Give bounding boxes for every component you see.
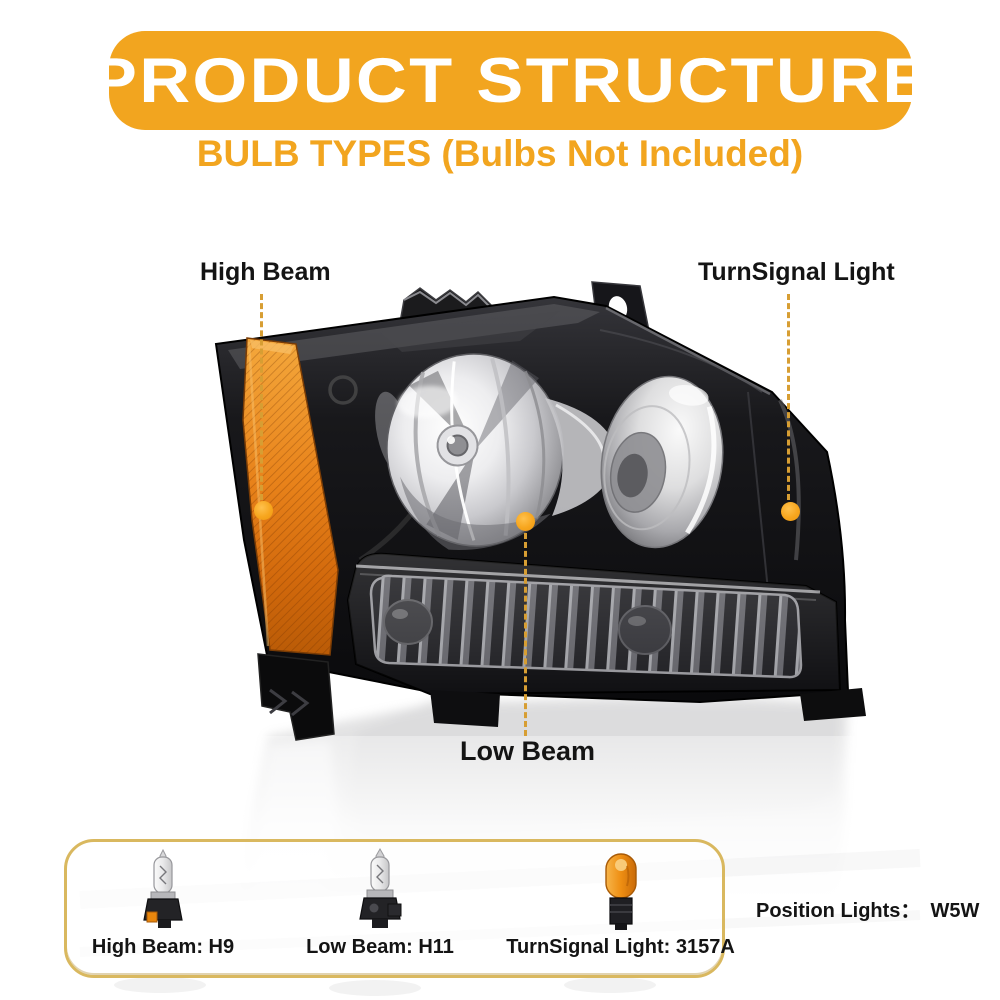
bottom-mounting-feet (257, 653, 866, 741)
turn-signal-band (347, 552, 841, 695)
bulb-label-turn-signal: TurnSignal Light: 3157A (506, 936, 735, 958)
callout-line-high-beam (260, 294, 263, 500)
clear-halogen-bulb-icon-h9 (143, 848, 183, 928)
bulb-group-high-beam: High Beam: H9 (73, 848, 253, 959)
title-banner: PRODUCT STRUCTURE (90, 31, 929, 130)
clear-halogen-bulb-icon-h11 (359, 848, 402, 928)
position-lights-note: Position Lights： W5W (756, 894, 979, 923)
position-lights-label: Position Lights： (756, 900, 921, 922)
chrome-bridge (545, 398, 618, 516)
headlight-housing (215, 296, 849, 703)
callout-label-high-beam: High Beam (200, 258, 331, 286)
callout-label-turn-signal: TurnSignal Light (698, 258, 895, 286)
callout-line-low-beam (524, 533, 527, 736)
page-subtitle: BULB TYPES (Bulbs Not Included) (196, 133, 804, 174)
high-beam-reflector-bowl (600, 375, 724, 549)
callout-dot-turn-signal (781, 502, 800, 521)
bulb-group-low-beam: Low Beam: H11 (290, 848, 470, 959)
amber-bulb-icon-3157a (604, 853, 637, 930)
housing-vent-detail (328, 375, 358, 405)
position-lights-value: W5W (930, 900, 980, 922)
callout-label-low-beam: Low Beam (460, 736, 596, 766)
callout-line-turn-signal (787, 294, 790, 500)
low-beam-reflector-bowl (386, 353, 564, 551)
page-title: PRODUCT STRUCTURE (89, 45, 932, 116)
callout-dot-low-beam (516, 512, 535, 531)
bulb-types-box: High Beam: H9 Low Beam: H11 (64, 839, 735, 978)
callout-dot-high-beam (254, 501, 273, 520)
bulb-label-low-beam: Low Beam: H11 (306, 936, 454, 958)
bulb-label-high-beam: High Beam: H9 (91, 936, 235, 958)
bulb-group-turn-signal: TurnSignal Light: 3157A (506, 848, 735, 959)
